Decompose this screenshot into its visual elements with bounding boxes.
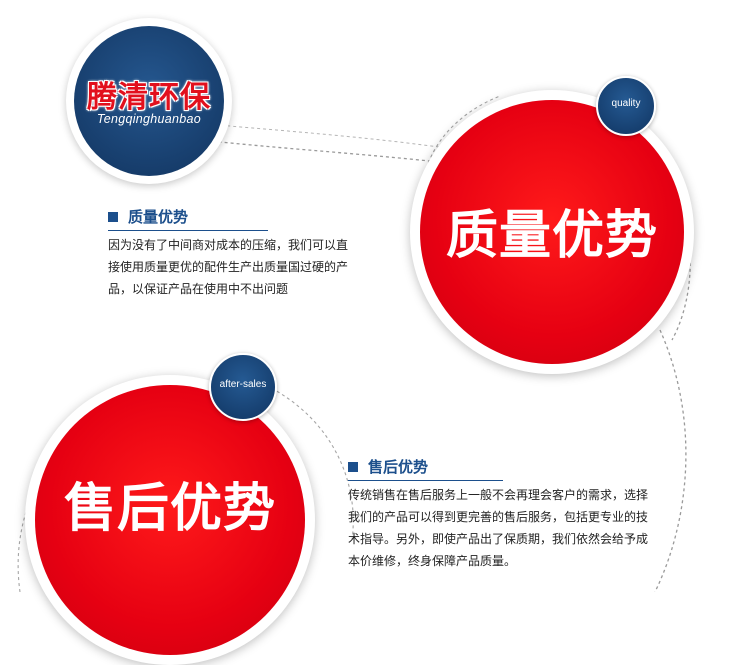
- quality-disc: 质量优势: [420, 100, 684, 364]
- after-sales-description: 传统销售在售后服务上一般不会再理会客户的需求，选择我们的产品可以得到更完善的售后…: [348, 488, 649, 568]
- arc-quality-to-service: [654, 329, 687, 592]
- after-sales-section: 售后优势 传统销售在售后服务上一般不会再理会客户的需求，选择我们的产品可以得到更…: [348, 456, 648, 572]
- after-sales-heading: 售后优势: [348, 456, 648, 481]
- page: 腾清环保 Tengqinghuanbao 质量优势 quality 质量优势 因…: [17, 18, 694, 655]
- logo-name-cn: 腾清环保: [87, 80, 211, 115]
- square-bullet-icon: [348, 462, 358, 472]
- heading-underline: [348, 480, 503, 481]
- after-sales-circle-title: 售后优势: [63, 479, 276, 539]
- logo-disc: 腾清环保 Tengqinghuanbao: [74, 26, 224, 176]
- arc-service-outer: [249, 377, 354, 541]
- logo-name-en: Tengqinghuanbao: [96, 112, 202, 126]
- quality-tag-badge: quality: [596, 76, 656, 136]
- quality-section: 质量优势 因为没有了中间商对成本的压缩，我们可以直接使用质量更优的配件生产出质量…: [108, 206, 358, 300]
- logo-badge: 腾清环保 Tengqinghuanbao: [66, 18, 232, 184]
- heading-underline: [108, 230, 268, 231]
- after-sales-disc: 售后优势: [35, 385, 305, 655]
- after-sales-circle: 售后优势: [25, 375, 315, 665]
- quality-circle-title: 质量优势: [445, 206, 658, 266]
- after-sales-heading-text: 售后优势: [368, 458, 429, 476]
- square-bullet-icon: [108, 212, 118, 222]
- quality-tag-label: quality: [611, 98, 641, 109]
- after-sales-tag-label: after-sales: [219, 379, 267, 390]
- quality-heading-text: 质量优势: [128, 208, 189, 226]
- after-sales-tag-badge: after-sales: [209, 353, 277, 421]
- quality-description: 因为没有了中间商对成本的压缩，我们可以直接使用质量更优的配件生产出质量国过硬的产…: [108, 238, 349, 296]
- quality-heading: 质量优势: [108, 206, 358, 231]
- quality-circle: 质量优势: [410, 90, 694, 374]
